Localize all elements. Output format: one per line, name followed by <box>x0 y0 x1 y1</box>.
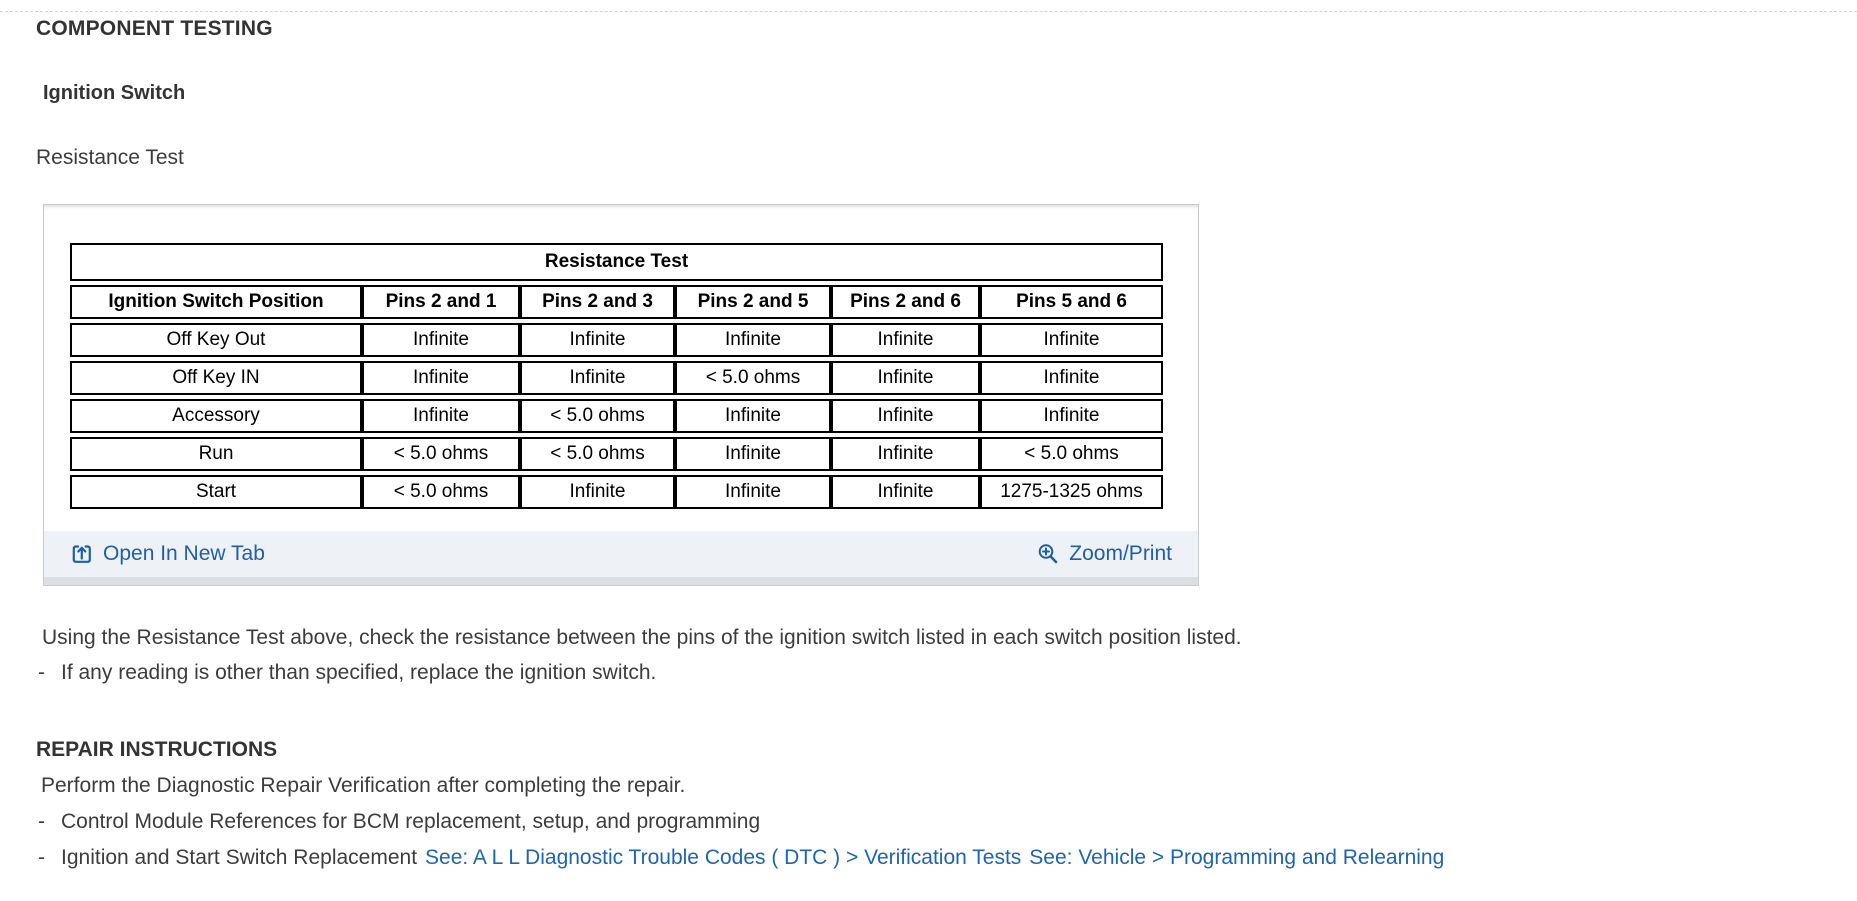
repair-instructions-heading: REPAIR INSTRUCTIONS <box>36 738 278 761</box>
open-in-new-tab-icon <box>70 542 94 566</box>
cell-value: Infinite <box>831 361 980 395</box>
table-header-row: Ignition Switch Position Pins 2 and 1 Pi… <box>70 285 1164 319</box>
horizontal-scrollbar[interactable] <box>44 577 1198 585</box>
column-header-pins-5-6: Pins 5 and 6 <box>980 285 1164 319</box>
control-module-bullet: - Control Module References for BCM repl… <box>38 810 760 834</box>
cell-value: Infinite <box>980 361 1164 395</box>
column-header-pins-2-1: Pins 2 and 1 <box>362 285 520 319</box>
zoom-print-label: Zoom/Print <box>1069 542 1172 565</box>
resistance-test-widget: Resistance Test Ignition Switch Position… <box>43 204 1199 586</box>
programming-relearning-link[interactable]: See: Vehicle > Programming and Relearnin… <box>1029 846 1445 869</box>
cell-value: Infinite <box>675 323 831 357</box>
table-title: Resistance Test <box>70 243 1164 281</box>
cell-value: Infinite <box>675 399 831 433</box>
top-divider <box>0 11 1857 12</box>
cell-value: Infinite <box>831 399 980 433</box>
using-resistance-text: Using the Resistance Test above, check t… <box>42 626 1242 649</box>
perform-verification-text: Perform the Diagnostic Repair Verificati… <box>41 774 686 797</box>
cell-value: Infinite <box>831 323 980 357</box>
ignition-switch-heading: Ignition Switch <box>43 82 186 104</box>
cell-value: Infinite <box>362 399 520 433</box>
resistance-test-label: Resistance Test <box>36 146 184 169</box>
cell-position: Run <box>70 437 362 471</box>
bullet-dash: - <box>38 846 45 869</box>
cell-value: Infinite <box>980 323 1164 357</box>
component-testing-heading: COMPONENT TESTING <box>36 17 273 40</box>
table-row: Off Key Out Infinite Infinite Infinite I… <box>70 323 1164 357</box>
reading-bullet: - If any reading is other than specified… <box>38 661 656 685</box>
cell-position: Accessory <box>70 399 362 433</box>
open-in-new-tab-link[interactable]: Open In New Tab <box>70 542 265 566</box>
table-row: Off Key IN Infinite Infinite < 5.0 ohms … <box>70 361 1164 395</box>
cell-position: Off Key IN <box>70 361 362 395</box>
cell-value: 1275-1325 ohms <box>980 475 1164 509</box>
dtc-verification-tests-link[interactable]: See: A L L Diagnostic Trouble Codes ( DT… <box>425 846 1022 869</box>
cell-value: < 5.0 ohms <box>520 437 675 471</box>
zoom-print-link[interactable]: Zoom/Print <box>1036 542 1172 566</box>
cell-position: Start <box>70 475 362 509</box>
table-toolbar: Open In New Tab Zoom/Print <box>44 531 1198 577</box>
ignition-replacement-text: Ignition and Start Switch Replacement <box>61 846 418 869</box>
table-title-row: Resistance Test <box>70 243 1164 281</box>
control-module-bullet-text: Control Module References for BCM replac… <box>61 810 761 833</box>
cell-value: < 5.0 ohms <box>362 437 520 471</box>
cell-value: Infinite <box>520 361 675 395</box>
cell-value: < 5.0 ohms <box>980 437 1164 471</box>
cell-value: Infinite <box>675 475 831 509</box>
cell-value: < 5.0 ohms <box>362 475 520 509</box>
cell-position: Off Key Out <box>70 323 362 357</box>
bullet-dash: - <box>38 810 45 833</box>
zoom-in-icon <box>1036 542 1060 566</box>
column-header-pins-2-3: Pins 2 and 3 <box>520 285 675 319</box>
cell-value: Infinite <box>520 323 675 357</box>
open-in-new-tab-label: Open In New Tab <box>103 542 265 565</box>
column-header-pins-2-6: Pins 2 and 6 <box>831 285 980 319</box>
column-header-position: Ignition Switch Position <box>70 285 362 319</box>
cell-value: Infinite <box>980 399 1164 433</box>
cell-value: < 5.0 ohms <box>675 361 831 395</box>
cell-value: Infinite <box>362 323 520 357</box>
reading-bullet-text: If any reading is other than specified, … <box>61 661 657 684</box>
cell-value: < 5.0 ohms <box>520 399 675 433</box>
cell-value: Infinite <box>520 475 675 509</box>
cell-value: Infinite <box>675 437 831 471</box>
ignition-replacement-bullet: - Ignition and Start Switch Replacement … <box>38 846 1444 870</box>
table-row: Start < 5.0 ohms Infinite Infinite Infin… <box>70 475 1164 509</box>
resistance-test-table: Resistance Test Ignition Switch Position… <box>70 239 1164 513</box>
table-row: Run < 5.0 ohms < 5.0 ohms Infinite Infin… <box>70 437 1164 471</box>
cell-value: Infinite <box>831 475 980 509</box>
column-header-pins-2-5: Pins 2 and 5 <box>675 285 831 319</box>
bullet-dash: - <box>38 661 45 684</box>
cell-value: Infinite <box>831 437 980 471</box>
cell-value: Infinite <box>362 361 520 395</box>
table-row: Accessory Infinite < 5.0 ohms Infinite I… <box>70 399 1164 433</box>
